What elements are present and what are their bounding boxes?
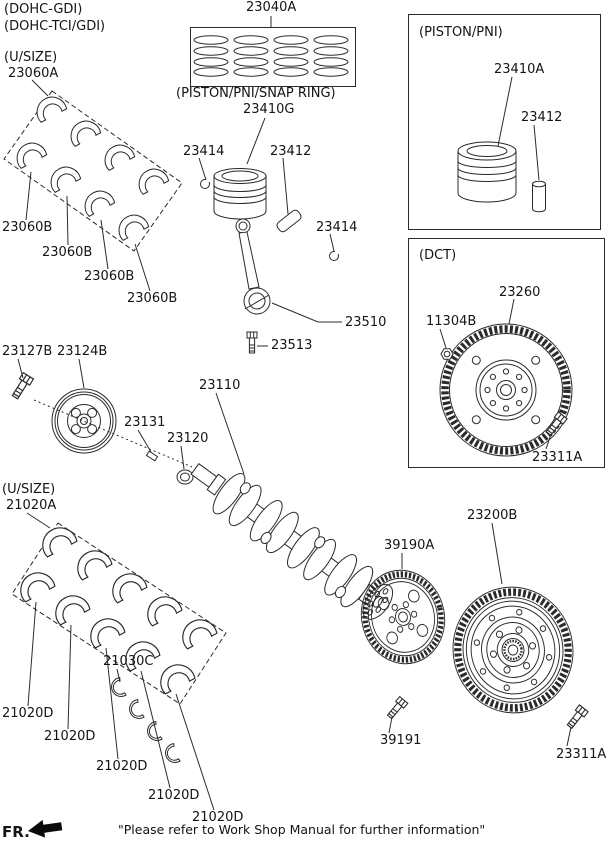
front-direction-arrow xyxy=(28,819,63,838)
engine-variant-1: (DOHC-GDI) xyxy=(4,2,83,17)
callout-21020D-1[interactable]: 21020D xyxy=(2,706,54,721)
crankshaft-drawing xyxy=(33,399,394,620)
piston-pni-box-title: (PISTON/PNI) xyxy=(419,25,503,40)
callout-23260[interactable]: 23260 xyxy=(499,285,541,300)
piston-conrod-drawing xyxy=(200,168,339,354)
callout-23412-box[interactable]: 23412 xyxy=(521,110,563,125)
flywheel-drawing xyxy=(452,586,589,731)
callout-23510[interactable]: 23510 xyxy=(345,315,387,330)
piston-rings-drawing xyxy=(190,27,356,87)
callout-23410A[interactable]: 23410A xyxy=(494,62,545,77)
callout-23124B[interactable]: 23124B xyxy=(57,344,108,359)
callout-23200B[interactable]: 23200B xyxy=(467,508,518,523)
callout-23414-right[interactable]: 23414 xyxy=(316,220,358,235)
callout-23040A[interactable]: 23040A xyxy=(246,0,297,15)
callout-23060B-1[interactable]: 23060B xyxy=(2,220,53,235)
callout-23060B-2[interactable]: 23060B xyxy=(42,245,93,260)
pulley-drawing xyxy=(9,372,117,454)
engine-variant-2: (DOHC-TCI/GDI) xyxy=(4,19,106,34)
callout-23311A-dct[interactable]: 23311A xyxy=(532,450,583,465)
callout-39191[interactable]: 39191 xyxy=(380,733,422,748)
callout-21030C[interactable]: 21030C xyxy=(103,654,154,669)
conrod-bearings-drawing xyxy=(3,90,183,252)
callout-21020D-5[interactable]: 21020D xyxy=(192,810,244,825)
main-bearings-drawing xyxy=(11,521,227,766)
callout-21020D-3[interactable]: 21020D xyxy=(96,759,148,774)
callout-21020A[interactable]: 21020A xyxy=(6,498,57,513)
callout-23127B[interactable]: 23127B xyxy=(2,344,53,359)
dct-box-title: (DCT) xyxy=(419,248,457,263)
callout-11304B[interactable]: 11304B xyxy=(426,314,477,329)
leader-lines xyxy=(17,16,572,811)
callout-23120[interactable]: 23120 xyxy=(167,431,209,446)
undersize-note-bottom: (U/SIZE) xyxy=(2,482,56,497)
front-marker-label: FR. xyxy=(2,823,30,841)
callout-23311A-flywheel[interactable]: 23311A xyxy=(556,747,607,762)
piston-pni-box-drawing xyxy=(408,14,601,230)
dct-box-drawing xyxy=(408,238,605,468)
callout-23060B-3[interactable]: 23060B xyxy=(84,269,135,284)
piston-ring-caption: (PISTON/PNI/SNAP RING) xyxy=(176,86,336,101)
callout-21020D-2[interactable]: 21020D xyxy=(44,729,96,744)
callout-23410G[interactable]: 23410G xyxy=(243,102,295,117)
callout-23513[interactable]: 23513 xyxy=(271,338,313,353)
workshop-manual-note: "Please refer to Work Shop Manual for fu… xyxy=(118,822,486,837)
callout-23110[interactable]: 23110 xyxy=(199,378,241,393)
callout-39190A[interactable]: 39190A xyxy=(384,538,435,553)
undersize-note-top: (U/SIZE) xyxy=(4,50,58,65)
callout-21020D-4[interactable]: 21020D xyxy=(148,788,200,803)
callout-23131[interactable]: 23131 xyxy=(124,415,166,430)
callout-23412[interactable]: 23412 xyxy=(270,144,312,159)
drive-plate-drawing xyxy=(360,569,446,721)
callout-23060A[interactable]: 23060A xyxy=(8,66,59,81)
callout-23414-left[interactable]: 23414 xyxy=(183,144,225,159)
callout-23060B-4[interactable]: 23060B xyxy=(127,291,178,306)
